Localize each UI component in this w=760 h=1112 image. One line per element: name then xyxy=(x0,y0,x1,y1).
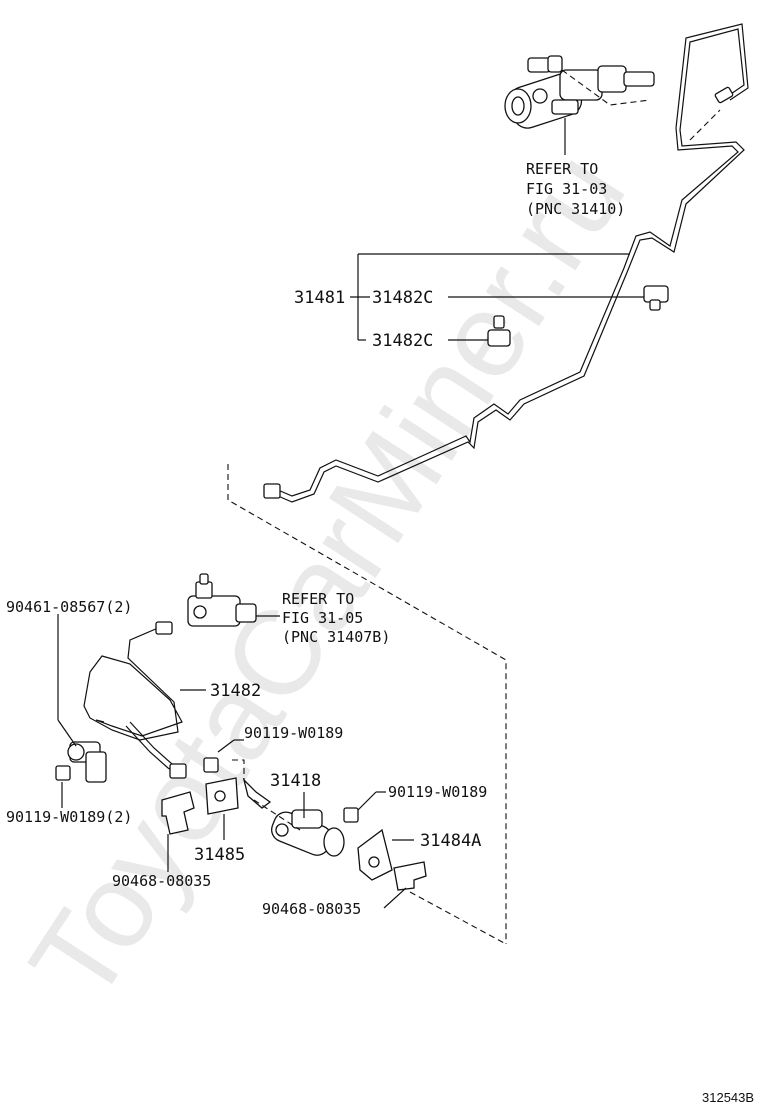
pipe-clamp-lower xyxy=(487,315,511,347)
refer-note-mid-line1: REFER TO xyxy=(282,590,354,608)
part-label-90119-w0189-right: 90119-W0189 xyxy=(388,783,487,801)
part-label-90468-08035-right: 90468-08035 xyxy=(262,900,361,918)
part-label-31485: 31485 xyxy=(194,845,245,865)
part-label-90119-w0189-left: 90119-W0189(2) xyxy=(6,808,132,826)
clutch-cylinder-illustration xyxy=(271,809,345,857)
part-label-90119-w0189-upper: 90119-W0189 xyxy=(244,724,343,742)
refer-note-top-line3: (PNC 31410) xyxy=(526,200,625,218)
figure-id: 312543B xyxy=(702,1090,754,1105)
part-label-31482c-lower: 31482C xyxy=(372,331,433,351)
part-label-90468-08035-left: 90468-08035 xyxy=(112,872,211,890)
part-label-31418: 31418 xyxy=(270,771,321,791)
refer-note-top-line2: FIG 31-03 xyxy=(526,180,607,198)
pipe-clamp-upper xyxy=(643,285,669,311)
union-block-illustration xyxy=(67,741,107,783)
refer-note-mid-line3: (PNC 31407B) xyxy=(282,628,390,646)
part-label-90461-08567: 90461-08567(2) xyxy=(6,598,132,616)
part-label-31482c-upper: 31482C xyxy=(372,288,433,308)
part-label-31482: 31482 xyxy=(210,681,261,701)
valve-illustration xyxy=(187,573,257,627)
watermark: ToyotaCarMiner.ru xyxy=(4,129,650,1024)
refer-note-top-line1: REFER TO xyxy=(526,160,598,178)
refer-note-mid-line2: FIG 31-05 xyxy=(282,609,363,627)
master-cylinder-illustration xyxy=(504,55,655,129)
part-label-31484a: 31484A xyxy=(420,831,481,851)
part-label-31481: 31481 xyxy=(294,288,345,308)
